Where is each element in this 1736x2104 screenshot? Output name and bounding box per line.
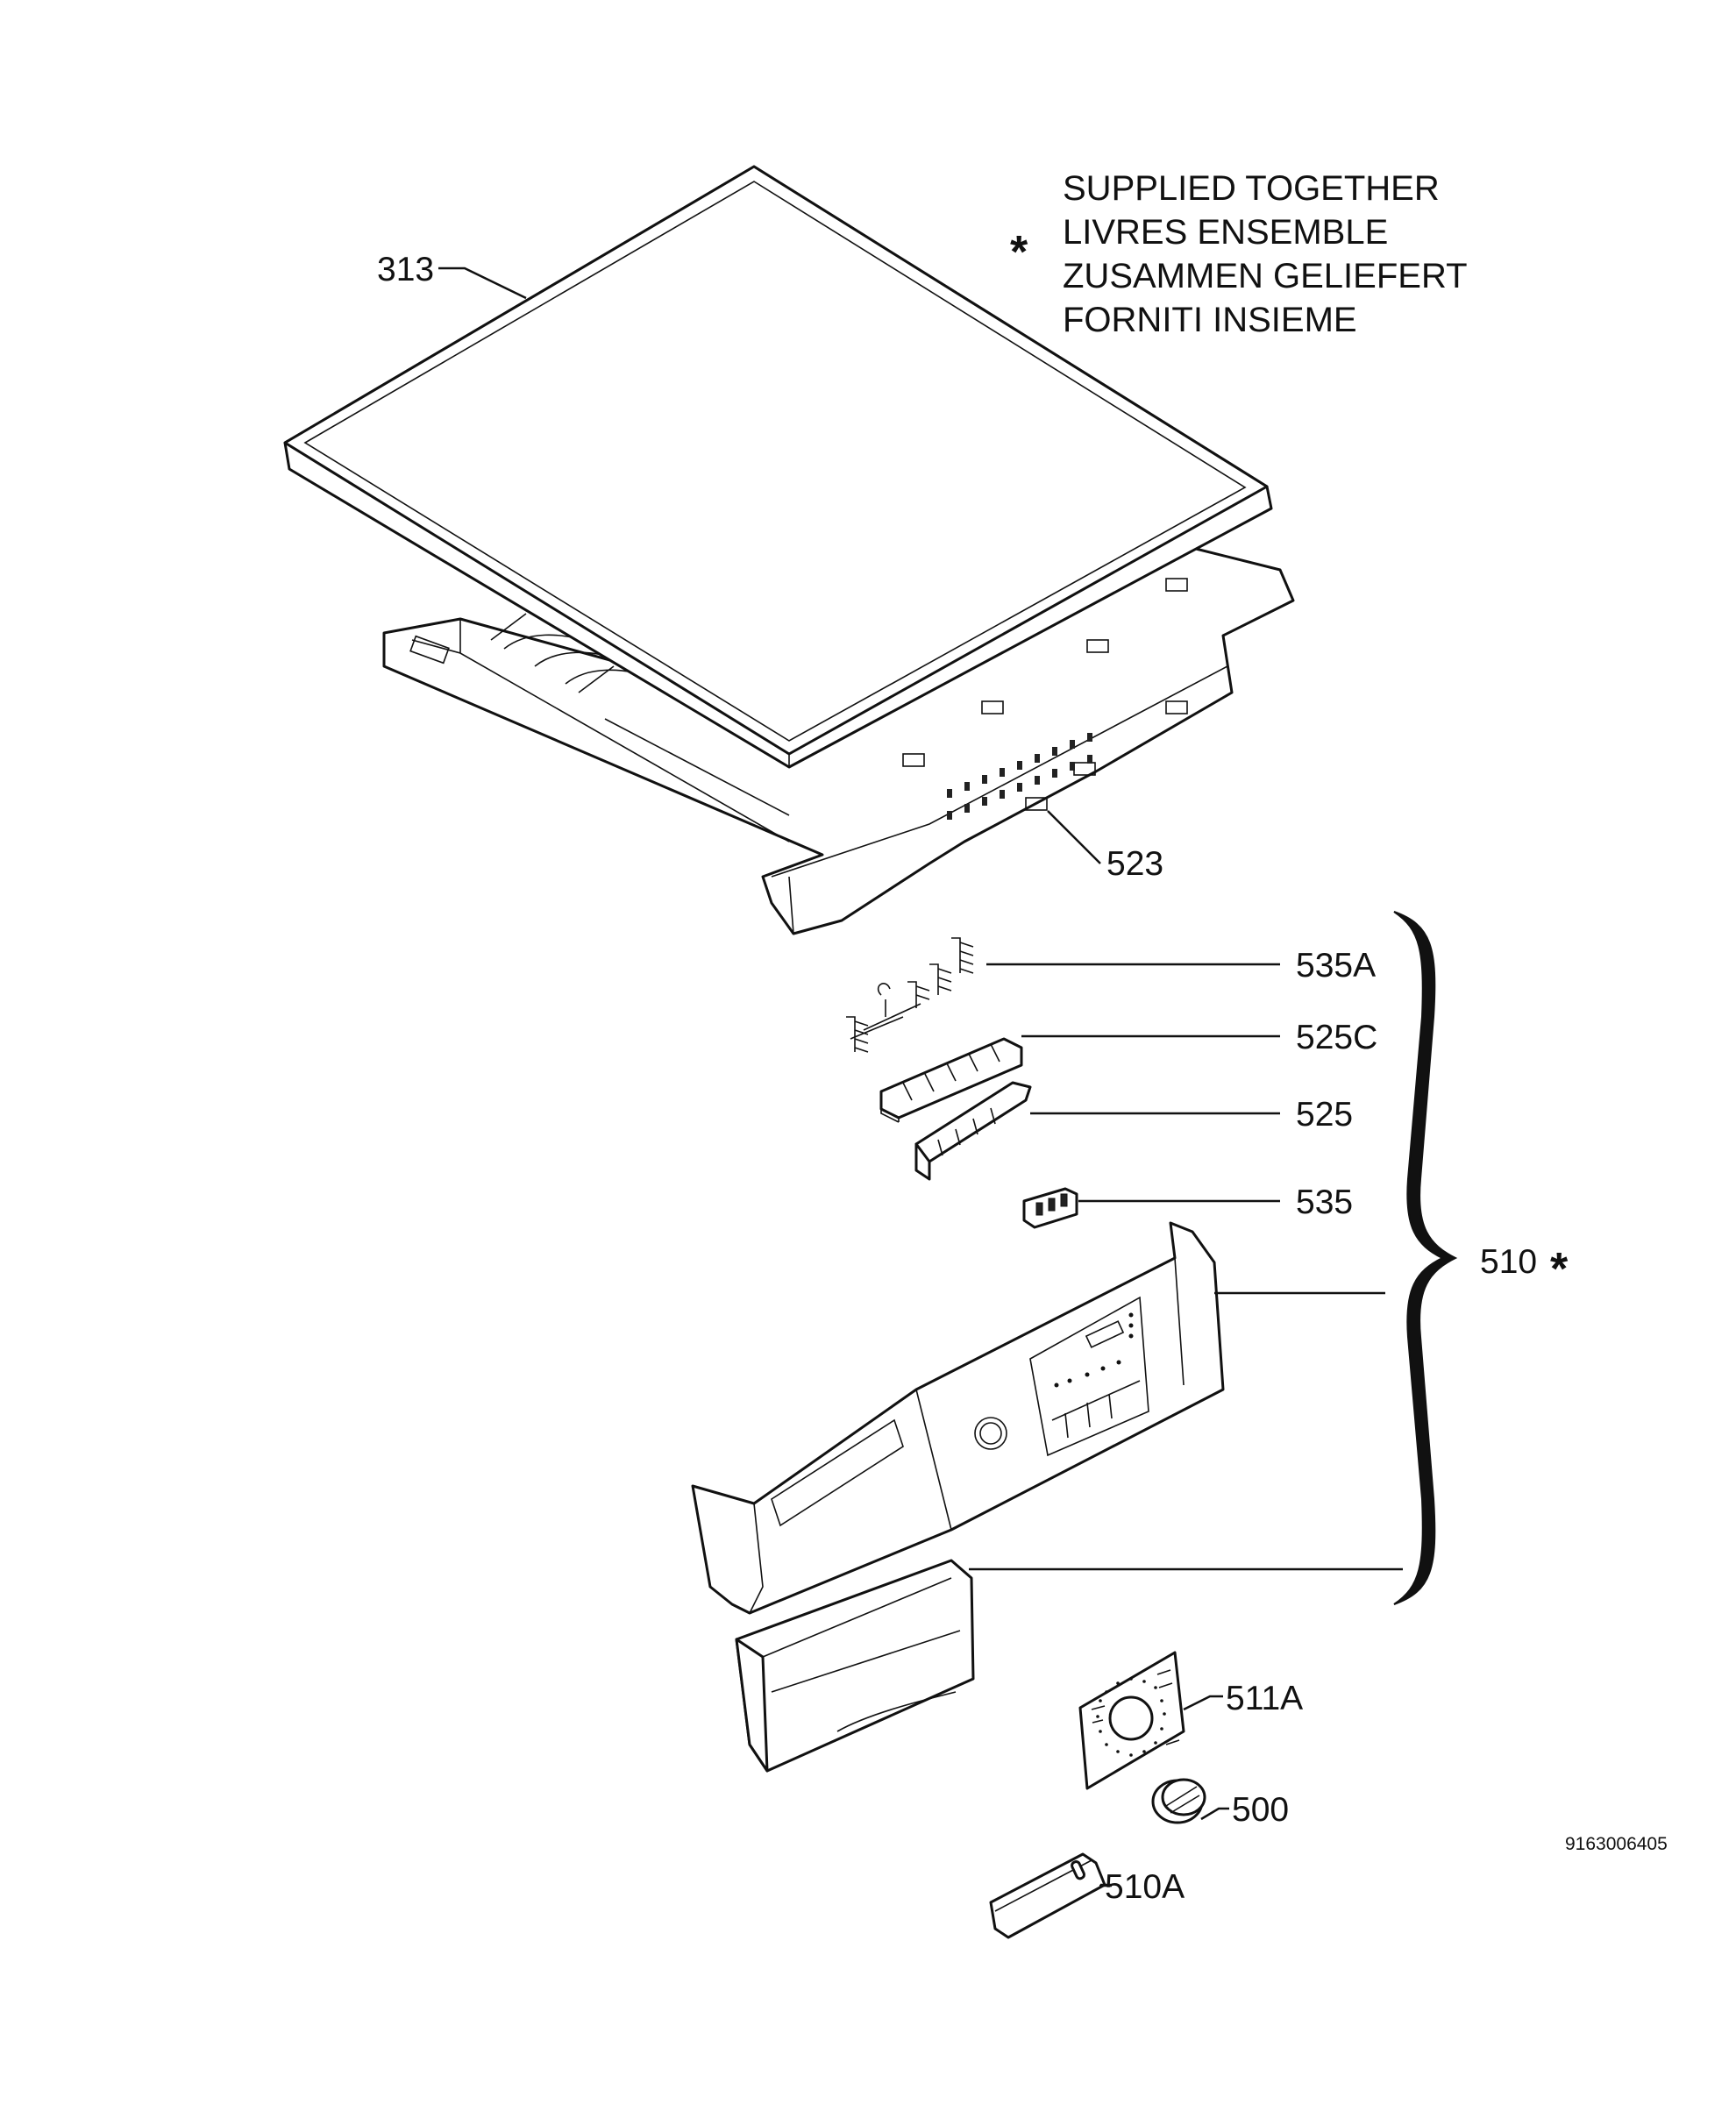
label-510: 510 [1480, 1243, 1537, 1281]
label-535: 535 [1296, 1184, 1353, 1221]
part-313-worktop [283, 165, 1273, 769]
label-510A: 510A [1105, 1868, 1185, 1906]
note-line-3: ZUSAMMEN GELIEFERT [1063, 257, 1468, 295]
control-panel [691, 1221, 1225, 1615]
supplied-together-note: * SUPPLIED TOGETHER LIVRES ENSEMBLE ZUSA… [1010, 169, 1468, 339]
label-523: 523 [1106, 845, 1163, 883]
label-525: 525 [1296, 1096, 1353, 1134]
part-535-connector [1022, 1187, 1078, 1229]
label-511A: 511A [1226, 1680, 1303, 1717]
assembly-brace [1393, 911, 1458, 1605]
note-marker: * [1010, 227, 1028, 278]
part-511A-program-panel [1078, 1651, 1185, 1790]
part-525C-holder [879, 1037, 1023, 1123]
part-500-knob [1151, 1778, 1206, 1824]
part-525-button-bar [914, 1081, 1032, 1181]
label-500: 500 [1232, 1791, 1289, 1829]
note-line-4: FORNITI INSIEME [1063, 301, 1357, 339]
dispenser-drawer [735, 1559, 975, 1773]
drawing-number: 9163006405 [1565, 1834, 1668, 1854]
label-525C: 525C [1296, 1019, 1377, 1056]
vent-slots [947, 733, 1092, 820]
note-line-1: SUPPLIED TOGETHER [1063, 169, 1440, 208]
callout-labels: 313 523 535A 525C 525 535 510 * 511A 500… [377, 251, 1569, 1906]
label-510-marker: * [1550, 1244, 1569, 1295]
part-510A-cover-strip [989, 1852, 1106, 1939]
part-535A-contacts [846, 937, 974, 1053]
label-535A: 535A [1296, 947, 1376, 984]
label-313: 313 [377, 251, 434, 288]
note-line-2: LIVRES ENSEMBLE [1063, 213, 1388, 252]
